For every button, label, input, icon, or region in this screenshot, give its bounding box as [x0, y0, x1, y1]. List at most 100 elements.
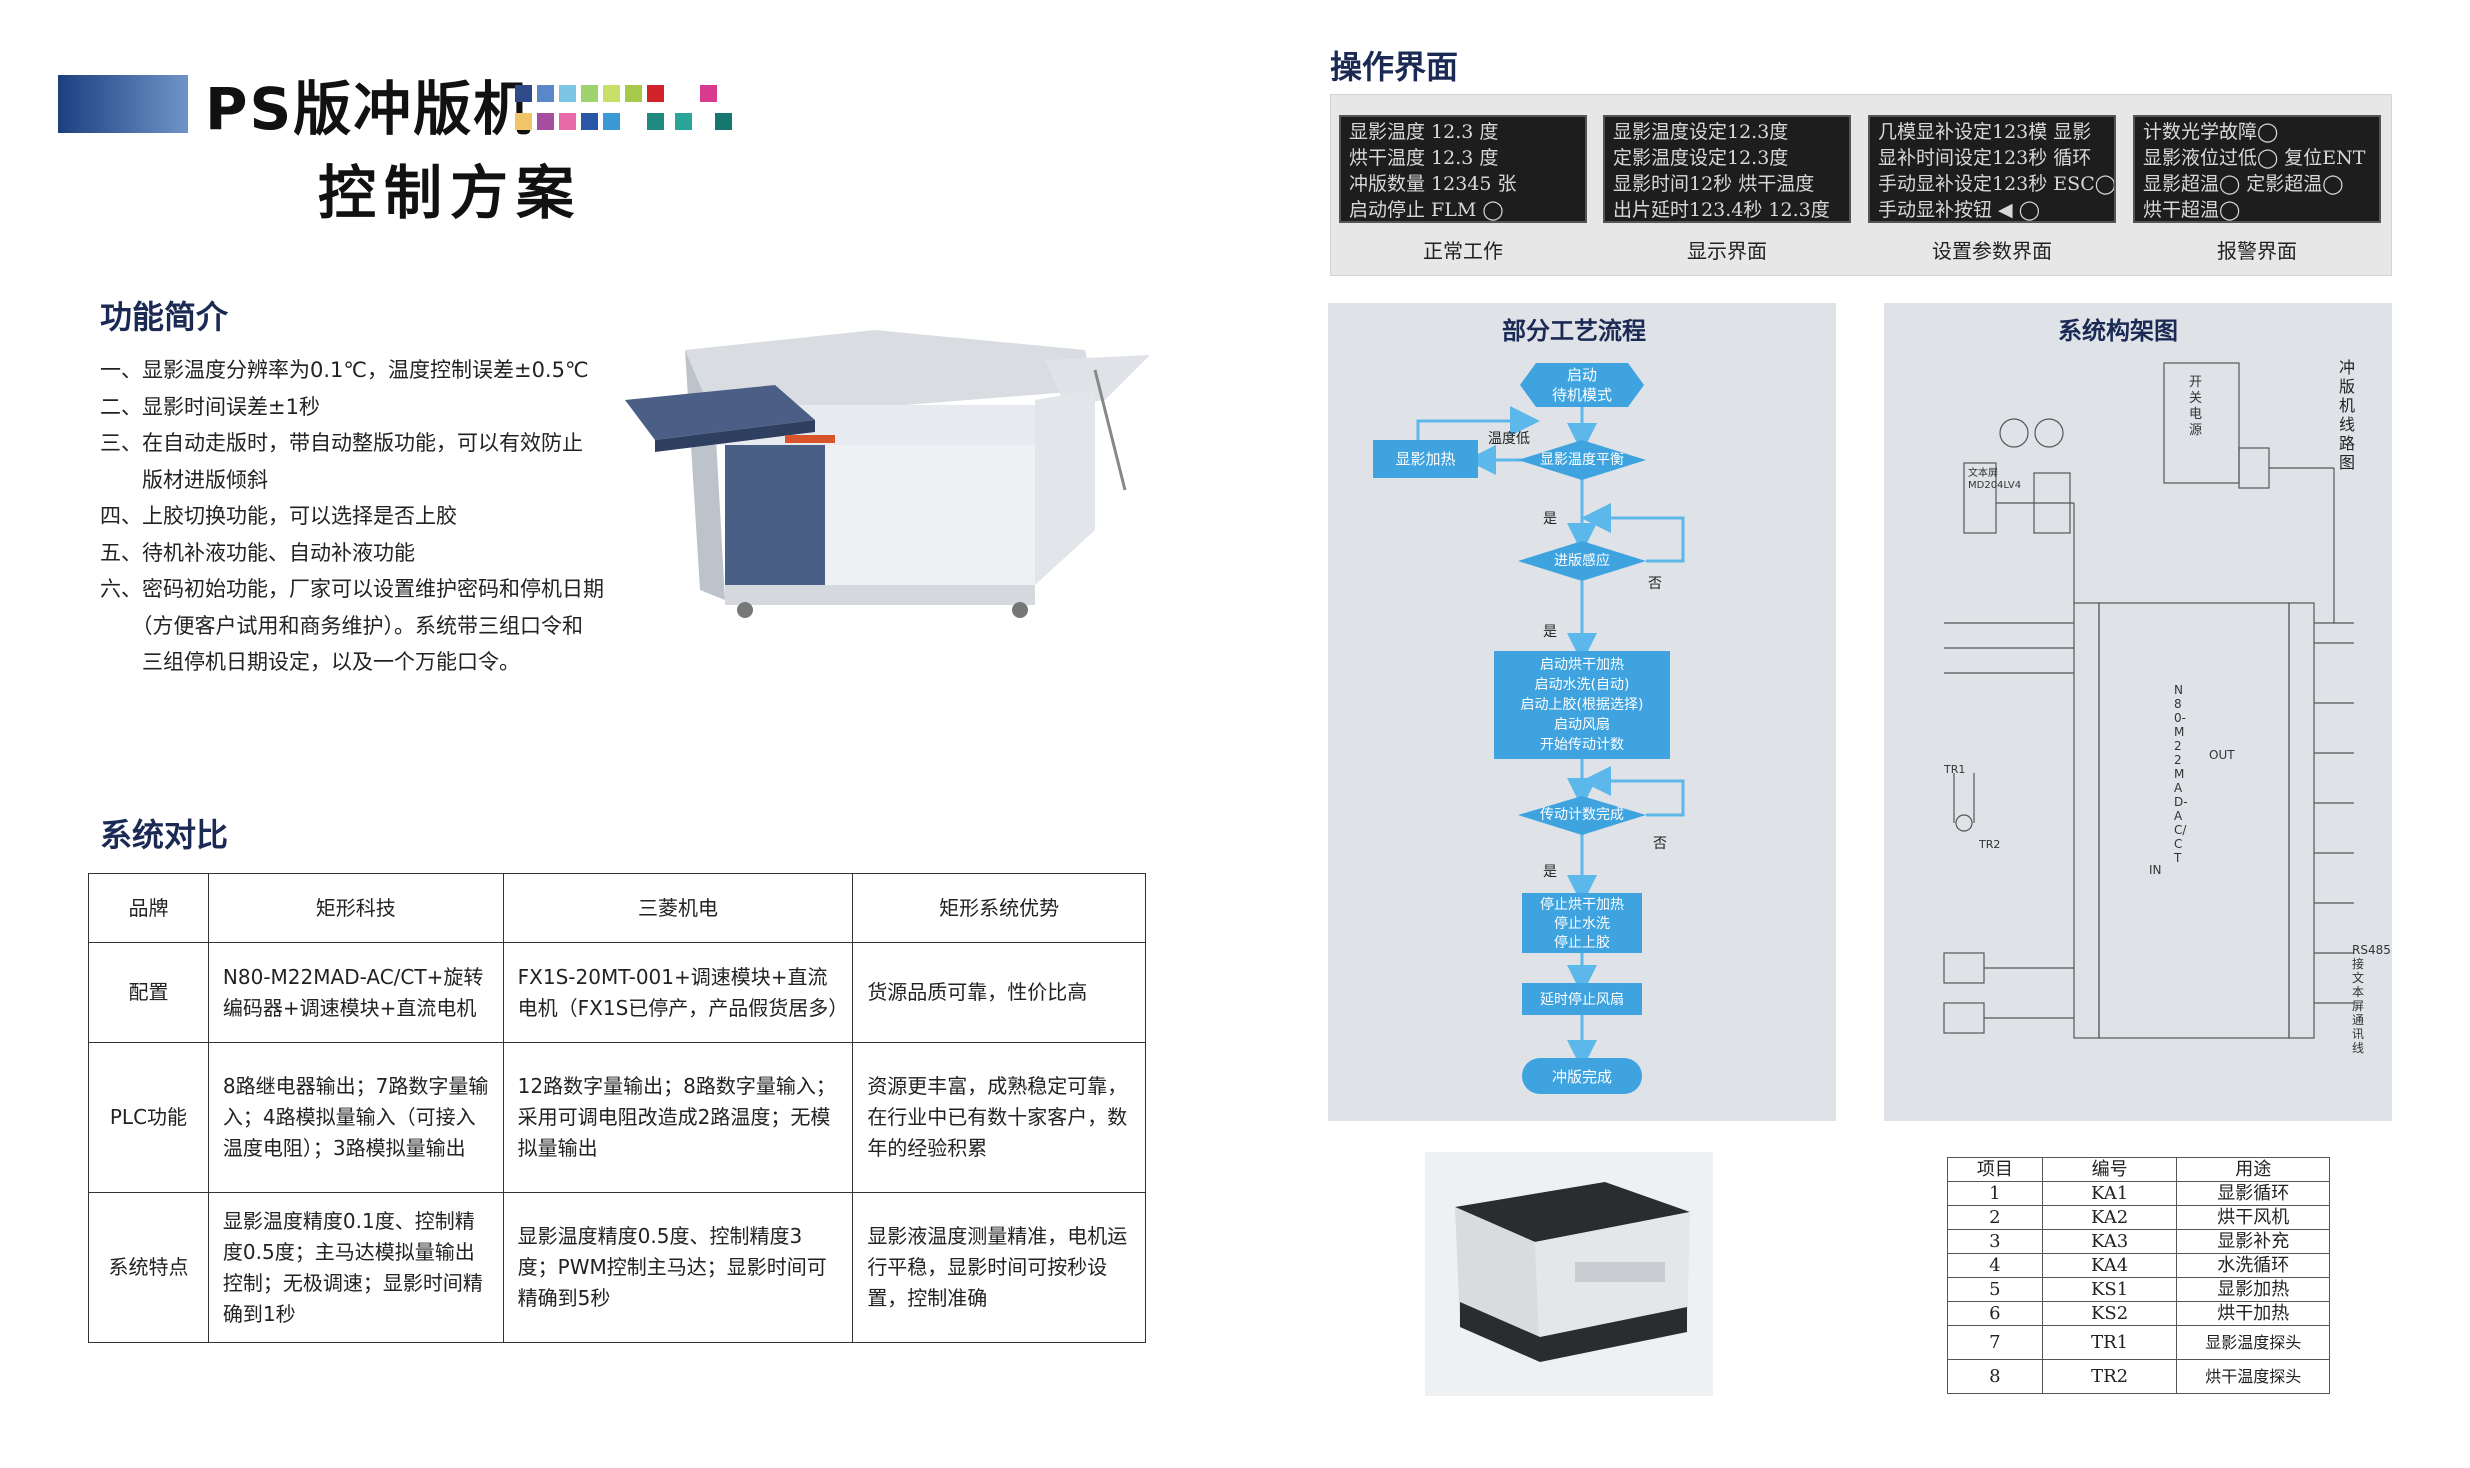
table-cell: N80-M22MAD-AC/CT+旋转编码器+调速模块+直流电机: [207, 942, 504, 1043]
title-color-bar: [58, 75, 188, 133]
lcd-screen-normal: 显影温度 12.3 度 烘干温度 12.3 度 冲版数量 12345 张 启动停…: [1339, 115, 1587, 223]
table-cell: 显影温度精度0.5度、控制精度3度；PWM控制主马达；显影时间可精确到5秒: [502, 1192, 854, 1343]
table-cell: 显影补充: [2176, 1229, 2330, 1254]
flow-node-sense: [1518, 541, 1646, 581]
flow-node-fan: [1522, 983, 1642, 1015]
page-title-line1: PS版冲版机: [205, 75, 534, 143]
table-cell: 4: [1947, 1253, 2043, 1278]
lcd-line: 手动显补设定123秒 ESC◯: [1878, 173, 2116, 195]
lcd-caption: 显示界面: [1687, 239, 1767, 263]
table-cell: 12路数字量输出；8路数字量输入；采用可调电阻改造成2路温度；无模拟量输出: [502, 1042, 854, 1193]
tr1-label: TR1: [1944, 763, 1966, 776]
feature-line: 二、显影时间误差±1秒: [100, 394, 320, 419]
lcd-line: 显影超温◯ 定影超温◯: [2143, 173, 2344, 195]
lcd-screen-display: 显影温度设定12.3度 定影温度设定12.3度 显影时间12秒 烘干温度 出片延…: [1603, 115, 1851, 223]
table-cell: 显影加热: [2176, 1277, 2330, 1302]
table-cell: TR2: [2041, 1359, 2178, 1394]
flow-node-done: [1522, 1058, 1642, 1094]
flow-node-heat: [1373, 440, 1478, 478]
flow-node-actions: [1494, 651, 1670, 759]
table-cell: 显影温度探头: [2176, 1325, 2330, 1360]
lcd-caption: 报警界面: [2217, 239, 2297, 263]
rs485-label: RS485接文本屏通讯线: [2352, 943, 2391, 1055]
table-cell: 6: [1947, 1301, 2043, 1326]
lcd-line: 手动显补按钮 ◀ ◯: [1878, 199, 2040, 221]
system-architecture-panel: 系统构架图: [1884, 303, 2392, 1121]
table-cell: 2: [1947, 1205, 2043, 1230]
features-list: 一、显影温度分辨率为0.1℃，温度控制误差±0.5℃ 二、显影时间误差±1秒 三…: [100, 352, 604, 681]
processor-machine-image: [625, 330, 1150, 618]
flow-label: 是: [1543, 511, 1557, 527]
table-header-cell: 编号: [2041, 1157, 2178, 1182]
table-cell: 1: [1947, 1181, 2043, 1206]
table-cell: KA1: [2041, 1181, 2178, 1206]
process-flow-panel: 部分工艺流程 启动 待机模式: [1328, 303, 1836, 1121]
feature-line: 版材进版倾斜: [100, 467, 268, 492]
lcd-line: 冲版数量 12345 张: [1349, 173, 1517, 195]
architecture-side-title: 冲版机线路图: [2339, 358, 2356, 472]
operation-panel: 显影温度 12.3 度 烘干温度 12.3 度 冲版数量 12345 张 启动停…: [1330, 94, 2392, 276]
flow-label: 否: [1653, 836, 1667, 852]
table-cell: KA4: [2041, 1253, 2178, 1278]
table-cell: 5: [1947, 1277, 2043, 1302]
flow-label: 显影温度平衡: [1540, 452, 1624, 468]
table-header-cell: 矩形科技: [207, 873, 504, 943]
plc-module-photo: [1425, 1152, 1713, 1396]
flow-label: 停止烘干加热 停止水洗 停止上胶: [1540, 897, 1624, 951]
feature-line: 六、密码初始功能，厂家可以设置维护密码和停机日期: [100, 577, 604, 601]
features-heading: 功能简介: [100, 298, 229, 336]
lcd-screen-settings: 几模显补设定123模 显影 显补时间设定123秒 循环 手动显补设定123秒 E…: [1868, 115, 2116, 223]
feature-line: （方便客户试用和商务维护）。系统带三组口令和: [100, 613, 583, 638]
flow-heading: 部分工艺流程: [1502, 317, 1646, 345]
feature-line: 三、在自动走版时，带自动整版功能，可以有效防止: [100, 431, 583, 455]
table-cell: KA2: [2041, 1205, 2178, 1230]
table-cell: 烘干风机: [2176, 1205, 2330, 1230]
flow-label: 温度低: [1488, 431, 1530, 447]
table-cell: 烘干温度探头: [2176, 1359, 2330, 1394]
table-cell: TR1: [2041, 1325, 2178, 1360]
table-cell: PLC功能: [88, 1042, 209, 1193]
table-cell: 显影循环: [2176, 1181, 2330, 1206]
table-header-row: 品牌 矩形科技 三菱机电 矩形系统优势: [88, 873, 1146, 943]
table-header-row: 项目 编号 用途: [1947, 1157, 2330, 1182]
lcd-line: 显影温度设定12.3度: [1613, 121, 1789, 143]
flowchart-diagram: [1373, 363, 1685, 1094]
feature-line: 一、显影温度分辨率为0.1℃，温度控制误差±0.5℃: [100, 358, 589, 382]
plc-model-label: N80-M22MAD-AC/CT: [2174, 683, 2188, 865]
table-cell: 水洗循环: [2176, 1253, 2330, 1278]
flow-node-start: [1520, 363, 1644, 407]
flow-node-stop: [1522, 893, 1642, 953]
lcd-screen-alarm: 计数光学故障◯ 显影液位过低◯ 复位ENT 显影超温◯ 定影超温◯ 烘干超温◯: [2133, 115, 2381, 223]
table-header-cell: 项目: [1947, 1157, 2043, 1182]
table-cell: 7: [1947, 1325, 2043, 1360]
table-row: PLC功能 8路继电器输出；7路数字量输入；4路模拟量输入（可接入温度电阻）；3…: [88, 1042, 1146, 1193]
lcd-line: 计数光学故障◯: [2143, 121, 2279, 143]
lcd-line: 启动停止 FLM ◯: [1349, 199, 1504, 221]
flow-label: 传动计数完成: [1540, 807, 1624, 823]
table-cell: 货源品质可靠，性价比高: [852, 942, 1146, 1043]
flow-label: 是: [1543, 624, 1557, 640]
lcd-line: 烘干超温◯: [2143, 199, 2241, 221]
comparison-table: 品牌 矩形科技 三菱机电 矩形系统优势 配置 N80-M22MAD-AC/CT+…: [88, 873, 1146, 1343]
wiring-diagram: [1943, 362, 2354, 1039]
table-cell: KA3: [2041, 1229, 2178, 1254]
table-cell: 资源更丰富，成熟稳定可靠，在行业中已有数十家客户，数年的经验积累: [852, 1042, 1146, 1193]
lcd-line: 显影时间12秒 烘干温度: [1613, 173, 1815, 195]
flow-label: 启动烘干加热 启动水洗(自动) 启动上胶(根据选择) 启动风扇 开始传动计数: [1520, 657, 1644, 753]
plc-in-label: IN: [2149, 863, 2162, 877]
architecture-heading: 系统构架图: [2058, 317, 2178, 345]
table-cell: 烘干加热: [2176, 1301, 2330, 1326]
lcd-line: 显影液位过低◯ 复位ENT: [2143, 147, 2366, 169]
table-cell: KS1: [2041, 1277, 2178, 1302]
lcd-caption: 正常工作: [1423, 239, 1503, 263]
table-header-cell: 三菱机电: [502, 873, 854, 943]
flow-node-count: [1518, 796, 1646, 835]
flow-label: 否: [1648, 576, 1662, 592]
flow-label: 冲版完成: [1551, 1068, 1612, 1086]
page-title-line2: 控制方案: [318, 159, 583, 227]
table-cell: 3: [1947, 1229, 2043, 1254]
